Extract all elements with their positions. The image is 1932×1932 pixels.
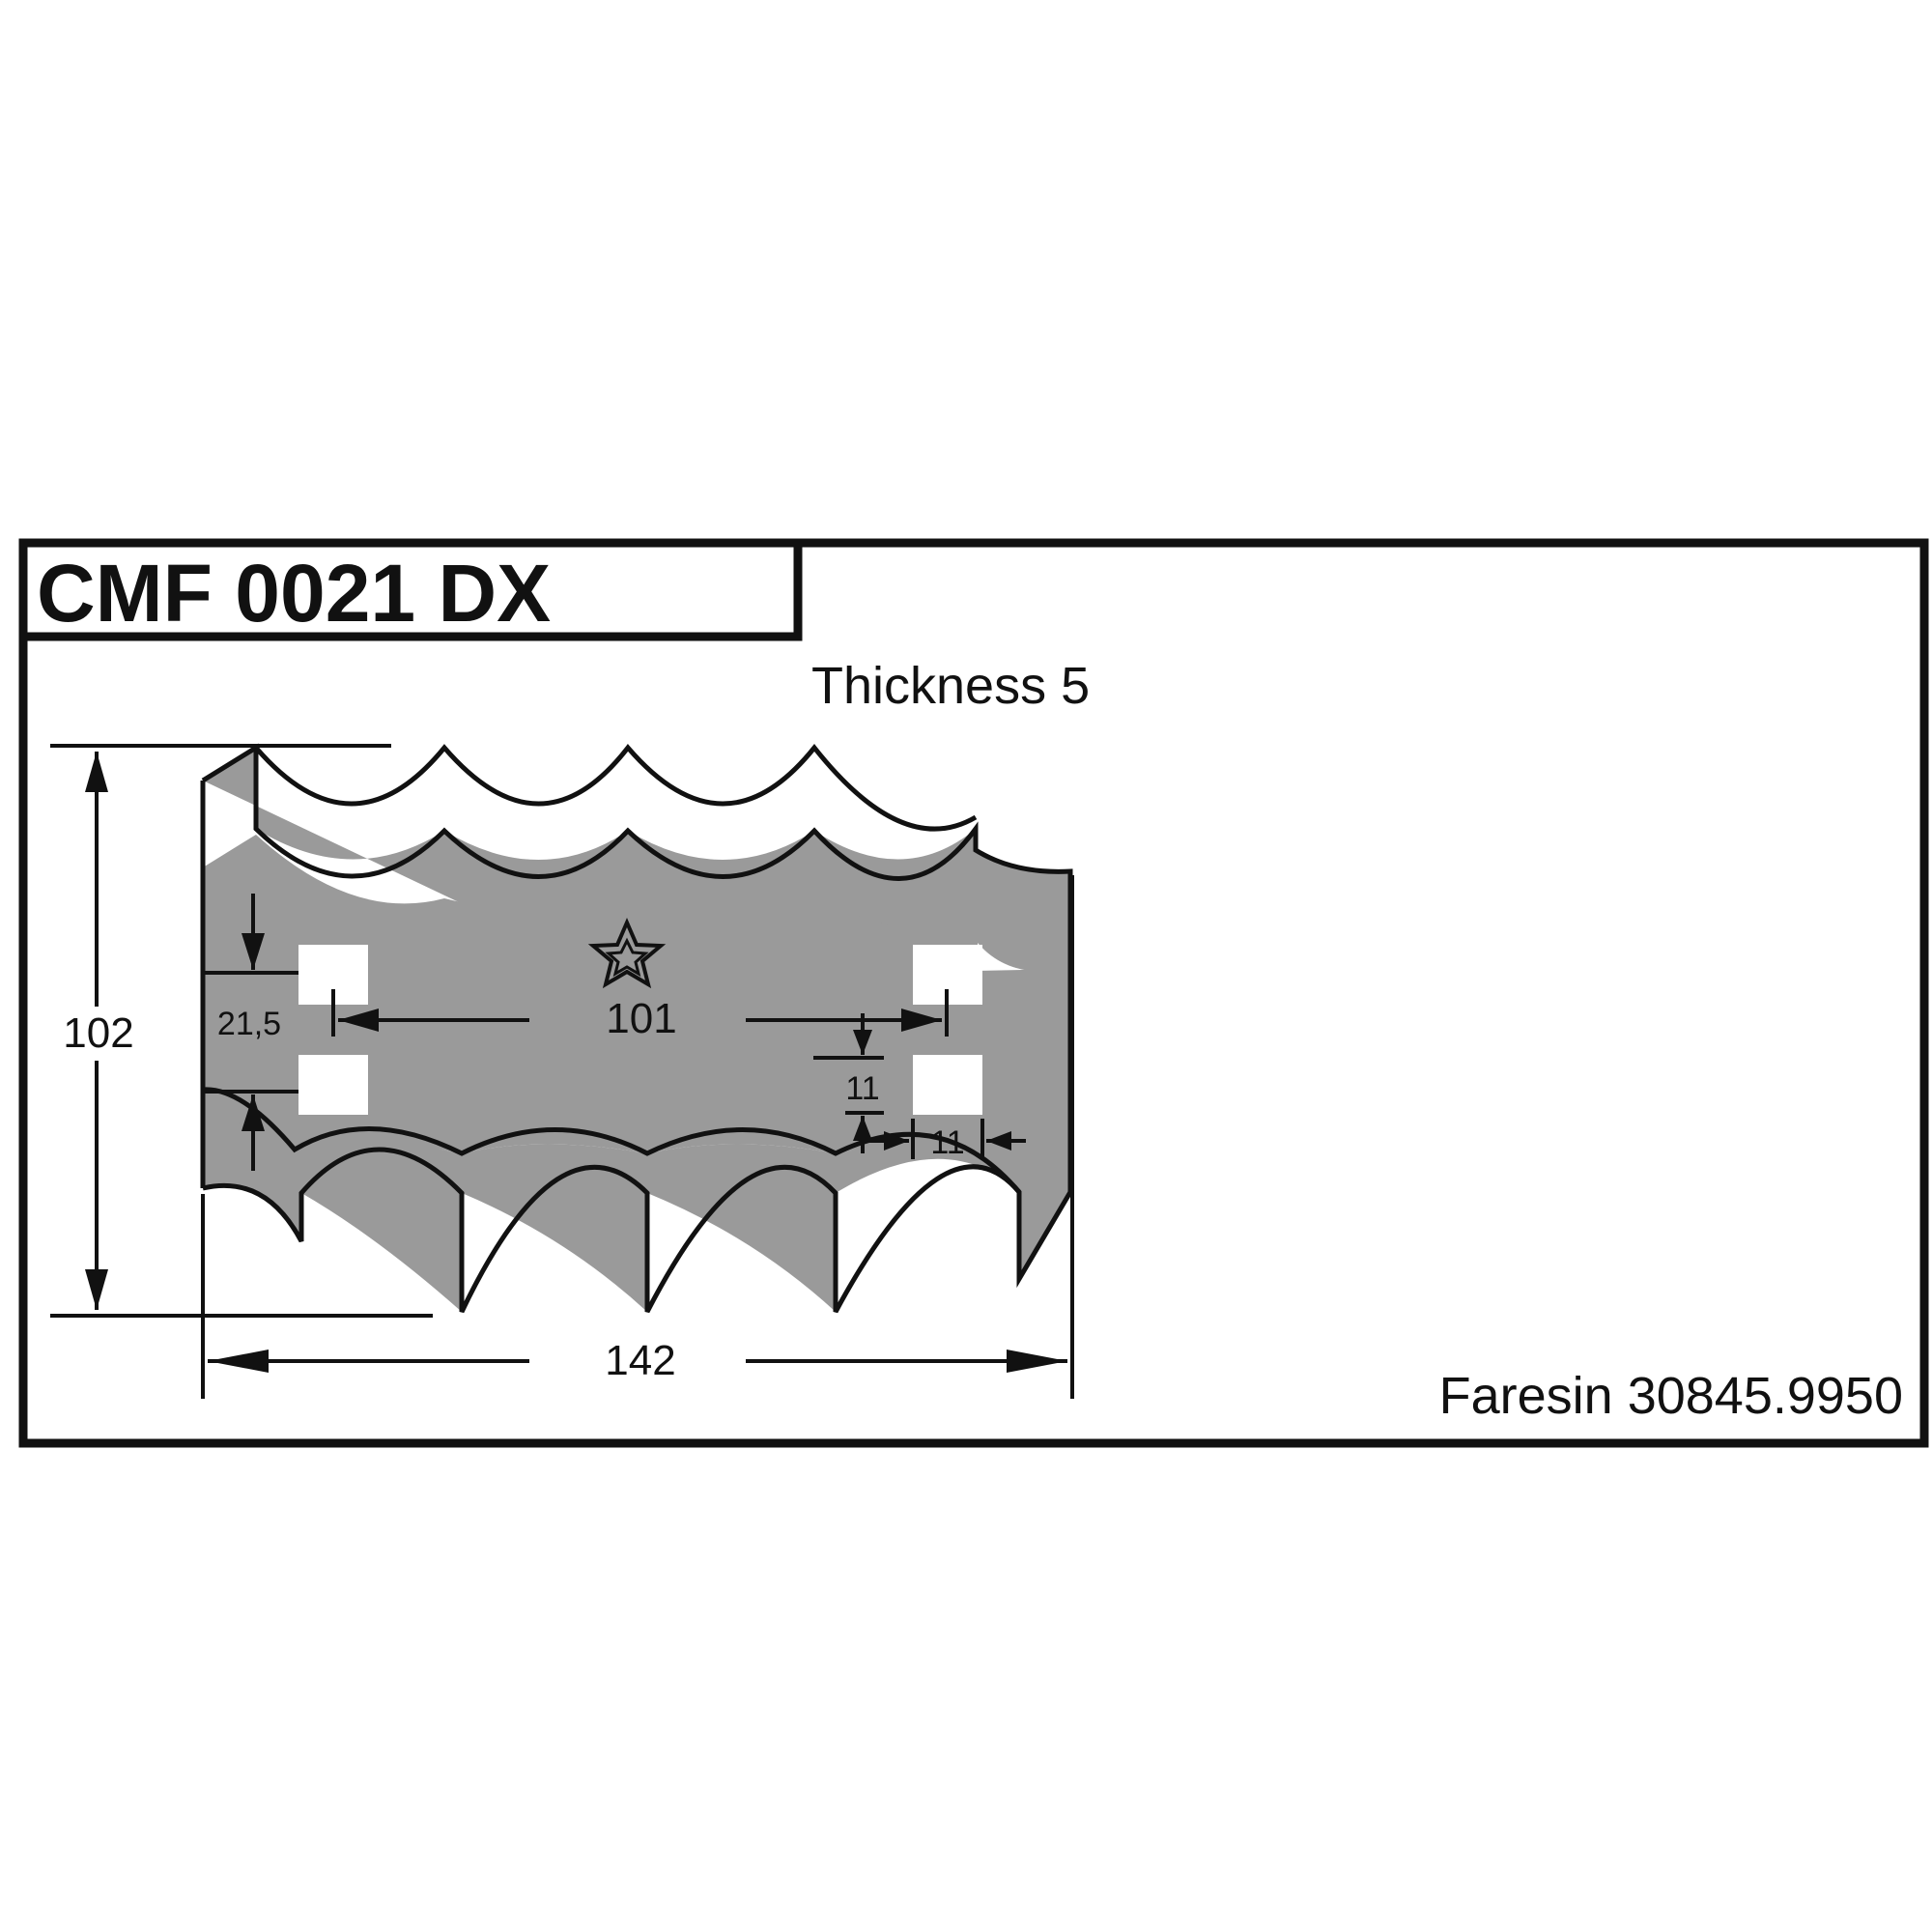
- bottom-scallop-inner-edge: [202, 1087, 1021, 1194]
- bottom-scallop-edge: [202, 1147, 1073, 1314]
- reference-code: Faresin 30845.9950: [1439, 1367, 1903, 1425]
- title-box: [18, 538, 803, 641]
- top-scallop-edge: [201, 743, 1073, 969]
- hole-spacing-dimension: 101: [331, 989, 949, 1042]
- length-value: 142: [605, 1337, 675, 1384]
- star-icon: [587, 917, 667, 989]
- length-dimension: 142: [201, 875, 1074, 1399]
- top-scallop-inner-edge: [254, 743, 978, 832]
- part-title: CMF 0021 DX: [37, 548, 551, 639]
- hole-horizontal-size-dimension: 11: [867, 1119, 1026, 1161]
- hole-vertical-size-value: 11: [845, 1070, 879, 1107]
- blade-outline: [203, 748, 1070, 1312]
- blade-main-body: [203, 835, 1070, 1192]
- hole-vertical-size-dimension: 11: [813, 1013, 884, 1153]
- hole-offset-value: 21,5: [217, 1006, 281, 1042]
- height-dimension: 102: [50, 744, 433, 1318]
- mounting-hole-bottom-left: [298, 1055, 368, 1115]
- blade-part: [200, 743, 1073, 1314]
- thickness-label: Thickness 5: [811, 657, 1090, 715]
- height-value: 102: [63, 1009, 133, 1057]
- mounting-hole-bottom-right: [913, 1055, 982, 1115]
- hole-horizontal-size-value: 11: [930, 1124, 964, 1161]
- hole-spacing-value: 101: [606, 995, 676, 1042]
- hole-offset-dimension: 21,5: [203, 894, 298, 1171]
